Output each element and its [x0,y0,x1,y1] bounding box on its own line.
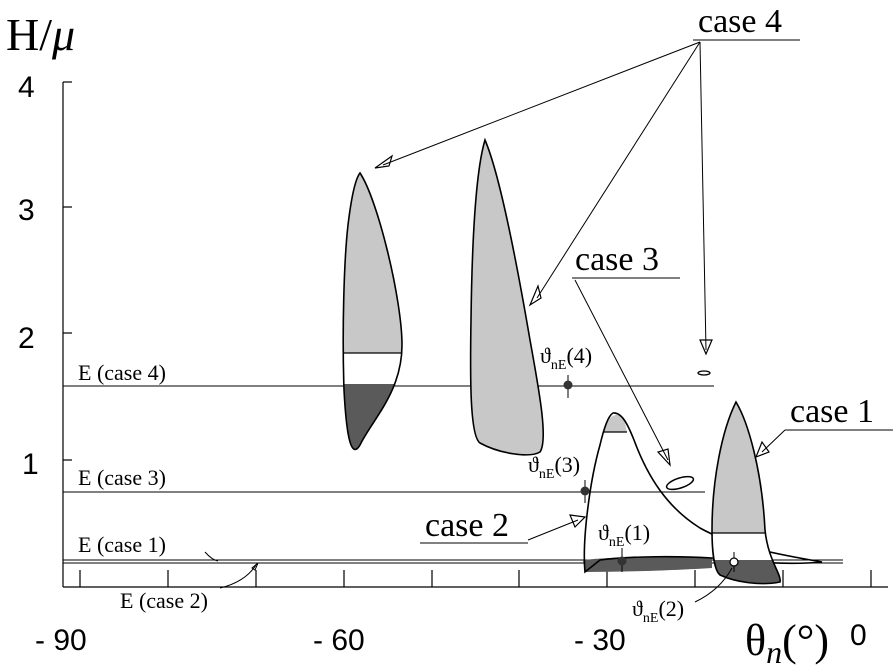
marker-label-1: ϑnE(1) [598,520,650,550]
region-case3-ellipse [665,475,695,491]
marker-point-2 [729,552,739,572]
level-label-case2: E (case 2) [120,588,208,613]
level-pointer-case2-head [251,562,259,571]
level-pointer-case2 [219,564,257,589]
marker-point-1 [617,548,627,572]
marker-label-2: ϑnE(2) [632,596,684,626]
x-tick-label-m60: - 60 [313,624,365,657]
x-ticks [79,570,872,587]
level-label-case3: E (case 3) [78,465,166,490]
arrows [374,41,786,541]
region-case4-small [697,370,711,376]
marker-point-3 [580,480,590,503]
axes [62,81,888,588]
y-tick-label-2: 2 [18,322,35,355]
case-label-3: case 3 [575,241,659,278]
x-tick-label-m30: - 30 [574,624,626,657]
marker-pointer-2 [694,567,733,603]
marker-point-4 [563,375,573,398]
x-axis-title: θn(°) [745,616,829,667]
level-label-case4: E (case 4) [78,360,166,385]
y-tick-label-4: 4 [18,71,35,104]
x-tick-label-0: 0 [850,619,867,652]
x-tick-label-m90: - 90 [35,624,87,657]
y-tick-label-1: 1 [22,448,39,481]
region-case4-left [342,171,403,451]
case-label-4: case 4 [698,3,782,40]
region-case4-right [469,137,545,456]
level-label-case1: E (case 1) [78,532,166,557]
marker-label-3: ϑnE(3) [528,452,580,482]
y-axis-title: H/μ [6,9,75,60]
region-case1 [711,400,781,585]
y-tick-label-3: 3 [18,194,35,227]
case-label-1: case 1 [790,393,874,430]
level-pointer-case1 [204,551,219,562]
case-label-2: case 2 [425,507,509,544]
marker-label-4: ϑnE(4) [540,343,592,373]
